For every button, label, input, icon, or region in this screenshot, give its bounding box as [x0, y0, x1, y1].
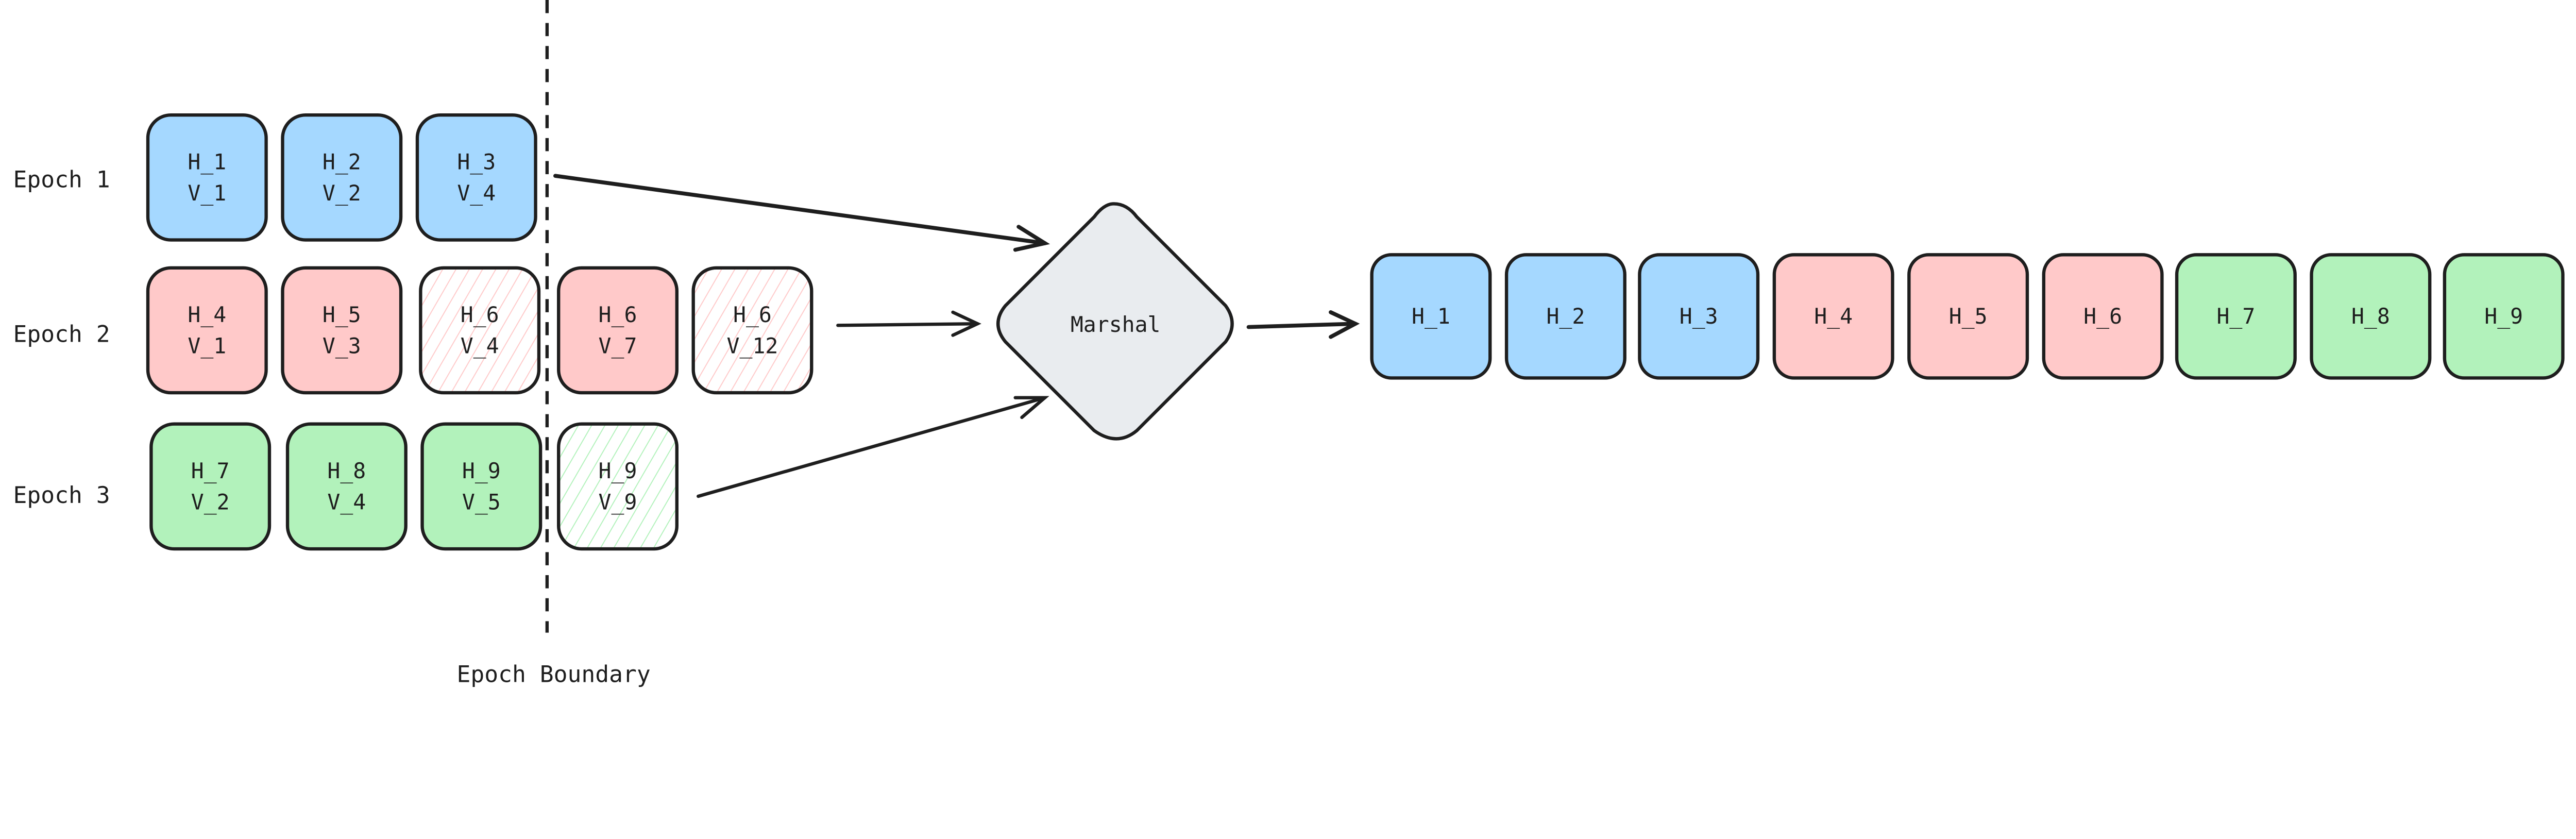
output-block: H_6 [2042, 253, 2164, 380]
output-block-label: H_7 [2216, 304, 2255, 329]
block-v-label: V_9 [599, 490, 637, 515]
block-h-label: H_8 [327, 459, 366, 483]
block: H_5V_3 [281, 266, 403, 395]
block-h-label: H_3 [457, 149, 496, 174]
block-v-label: V_2 [323, 181, 361, 206]
block-h-label: H_5 [323, 303, 361, 327]
block-h-label: H_9 [599, 459, 637, 483]
output-block: H_3 [1638, 253, 1760, 380]
output-block-label: H_6 [2083, 304, 2122, 329]
block: H_6V_7 [557, 266, 679, 395]
output-block-label: H_3 [1680, 304, 1718, 329]
block-h-label: H_6 [599, 303, 637, 327]
block-v-label: V_1 [188, 181, 226, 206]
block-v-label: V_4 [457, 181, 496, 206]
block: H_4V_1 [146, 266, 268, 395]
output-block: H_5 [1907, 253, 2029, 380]
marshal-node: Marshal [996, 202, 1234, 441]
epoch-row: Epoch 3H_7V_2H_8V_4H_9V_5H_9V_9 [13, 422, 679, 551]
block-h-label: H_4 [188, 303, 226, 327]
output-block: H_4 [1772, 253, 1894, 380]
arrow-epoch2-to-marshal [836, 310, 981, 337]
block: H_9V_5 [420, 422, 543, 551]
output-block-label: H_1 [1412, 304, 1450, 329]
block-hatched: H_6V_12 [691, 266, 814, 395]
block-v-label: V_3 [323, 334, 361, 359]
block-v-label: V_5 [462, 490, 501, 515]
output-block: H_1 [1370, 253, 1492, 380]
epoch-boundary-label: Epoch Boundary [457, 661, 651, 687]
epoch-row: Epoch 2H_4V_1H_5V_3H_6V_4H_6V_7H_6V_12 [13, 266, 814, 395]
arrow-epoch1-to-marshal [553, 174, 1050, 252]
output-block-label: H_9 [2484, 304, 2523, 329]
output-block: H_2 [1504, 253, 1626, 380]
block-h-label: H_1 [188, 149, 226, 174]
block: H_7V_2 [149, 422, 272, 551]
block: H_1V_1 [146, 113, 268, 242]
output-block-label: H_5 [1949, 304, 1988, 329]
block-h-label: H_9 [462, 459, 501, 483]
epoch-row: Epoch 1H_1V_1H_2V_2H_3V_4 [13, 113, 537, 242]
epoch-label: Epoch 2 [13, 321, 110, 347]
output-block-label: H_4 [1814, 304, 1853, 329]
output-block-label: H_2 [1546, 304, 1585, 329]
output-block: H_9 [2443, 253, 2565, 380]
block: H_3V_4 [415, 113, 537, 242]
block-v-label: V_4 [461, 334, 499, 359]
block: H_2V_2 [281, 113, 403, 242]
output-sequence: H_1 H_2 H_3 H_4 H_5 H_6 H_7 H_8 H_9 [1370, 253, 2565, 380]
block-hatched: H_6V_4 [419, 266, 541, 395]
block-v-label: V_2 [191, 490, 230, 515]
marshal-label: Marshal [1071, 312, 1161, 337]
block-v-label: V_12 [727, 334, 778, 359]
arrow-marshal-to-output [1246, 310, 1360, 339]
epoch-label: Epoch 3 [13, 482, 110, 509]
block-h-label: H_6 [733, 303, 772, 327]
block-h-label: H_2 [323, 149, 361, 174]
block-h-label: H_6 [461, 303, 499, 327]
block-v-label: V_7 [599, 334, 637, 359]
output-block: H_7 [2175, 253, 2297, 380]
block-v-label: V_4 [327, 490, 366, 515]
block-h-label: H_7 [191, 459, 230, 483]
arrow-epoch3-to-marshal [697, 396, 1049, 498]
block: H_8V_4 [285, 422, 408, 551]
block-v-label: V_1 [188, 334, 226, 359]
block-hatched: H_9V_9 [557, 422, 679, 551]
output-block: H_8 [2310, 253, 2432, 380]
epoch-label: Epoch 1 [13, 166, 110, 193]
output-block-label: H_8 [2351, 304, 2390, 329]
